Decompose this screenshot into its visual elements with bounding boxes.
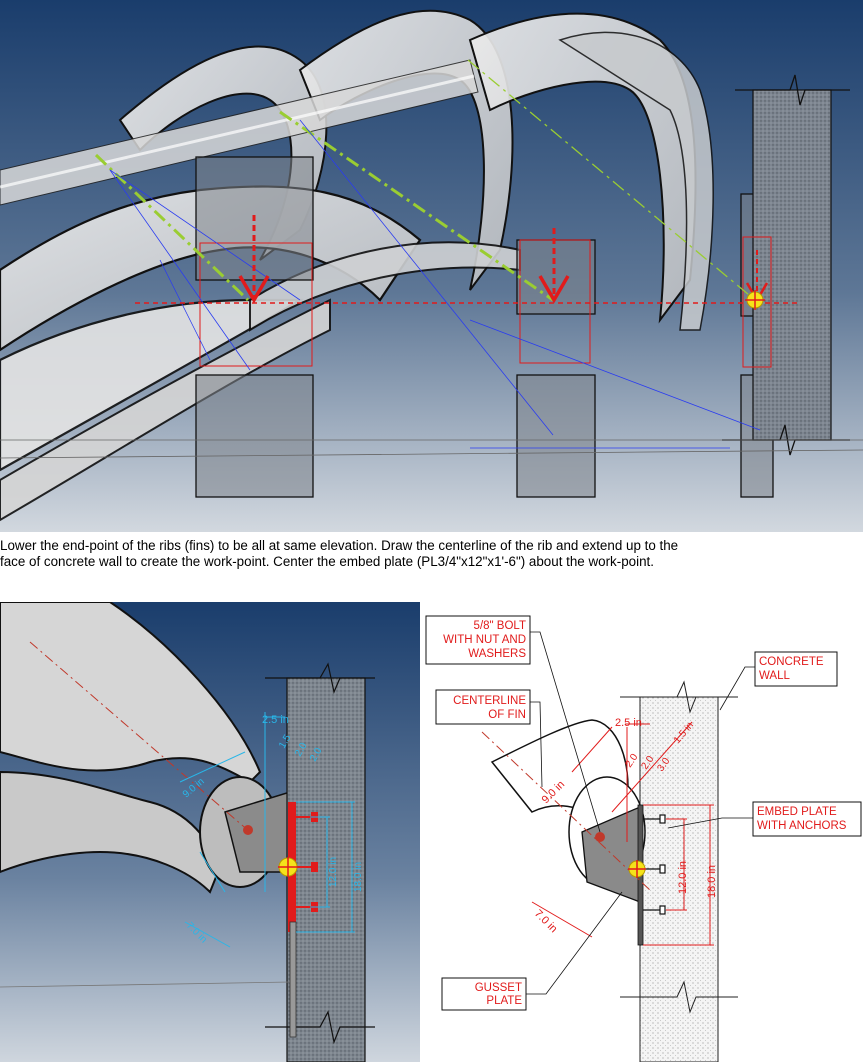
- front-fins: [0, 185, 521, 522]
- callout-wall-line2: WALL: [759, 670, 790, 682]
- wall-break-3d-bottom: [265, 1010, 375, 1045]
- callout-embed-line1: EMBED PLATE: [757, 806, 837, 818]
- callout-gusset-line2: PLATE: [486, 995, 522, 1007]
- callout-wall-line1: CONCRETE: [759, 656, 824, 668]
- dim-3d-180: 18.0 in: [353, 862, 364, 892]
- bolt-point: [243, 825, 253, 835]
- callout-bolt-line2: WITH NUT AND: [443, 634, 526, 646]
- dim-3d-25: 2.5 in: [262, 714, 289, 726]
- dim-2d-180: 18.0 in: [706, 865, 718, 898]
- callout-bolt-line3: WASHERS: [468, 648, 526, 660]
- ground-lines: [0, 439, 863, 459]
- dim-2d-25: 2.5 in: [615, 717, 642, 729]
- work-point-3d: [278, 857, 298, 877]
- detail-3d-svg: 2.5 in 1.5 2.0 2.0 12.0 in 18.0 in 7.0 i…: [0, 602, 420, 1062]
- wall-break-top: [735, 74, 850, 106]
- concrete-wall: [752, 89, 832, 441]
- fin-centerlines: [94, 59, 756, 302]
- detail-3d-view: 2.5 in 1.5 2.0 2.0 12.0 in 18.0 in 7.0 i…: [0, 602, 420, 1062]
- wall-break-3d-top: [265, 662, 375, 694]
- callout-embed: EMBED PLATE WITH ANCHORS: [667, 801, 862, 837]
- top-3d-svg: [0, 0, 863, 532]
- work-point-2d: [628, 860, 646, 878]
- caption: Lower the end-point of the ribs (fins) t…: [0, 538, 863, 570]
- caption-line-2: face of concrete wall to create the work…: [0, 554, 654, 569]
- dims-3d: [179, 712, 355, 948]
- detail-2d-drawing: 2.5 in 1.5 in 2.0 2.0 3.0 9.0 in 12.0 in…: [422, 602, 863, 1062]
- dim-3d-120: 12.0 in: [328, 857, 339, 887]
- wall-break-2d-bottom: [620, 980, 738, 1014]
- wall-break-2d-top: [620, 680, 738, 714]
- ground-line-3d: [0, 981, 291, 988]
- callout-centerline: CENTERLINE OF FIN: [435, 689, 543, 788]
- work-point-marker: [745, 290, 765, 310]
- fin-arm-upper: [0, 602, 262, 784]
- top-3d-view: [0, 0, 863, 532]
- callout-gusset-line1: GUSSET: [475, 982, 522, 994]
- dims-2d: [531, 721, 714, 946]
- callout-embed-line2: WITH ANCHORS: [757, 820, 847, 832]
- callout-bolt: 5/8" BOLT WITH NUT AND WASHERS: [425, 615, 601, 833]
- construction-lines: [109, 119, 761, 449]
- callout-centerline-line1: CENTERLINE: [453, 695, 526, 707]
- caption-line-1: Lower the end-point of the ribs (fins) t…: [0, 538, 679, 553]
- callout-bolt-line1: 5/8" BOLT: [474, 620, 526, 632]
- fin-arm-lower: [0, 770, 222, 894]
- anchors-2d: [643, 814, 666, 915]
- wall-face-plate: [289, 921, 297, 1038]
- fin-centerline-2d: [481, 731, 653, 893]
- concrete-wall-2d: [639, 696, 719, 1062]
- bolt-point-2d: [595, 832, 605, 842]
- detail-2d-svg: 2.5 in 1.5 in 2.0 2.0 3.0 9.0 in 12.0 in…: [422, 602, 863, 1062]
- fin-centerline-3d: [29, 641, 251, 833]
- shaft: [0, 59, 479, 206]
- callout-centerline-line2: OF FIN: [488, 709, 526, 721]
- callout-gusset: GUSSET PLATE: [441, 891, 623, 1011]
- dim-2d-120: 12.0 in: [677, 861, 689, 894]
- callout-wall: CONCRETE WALL: [719, 651, 838, 711]
